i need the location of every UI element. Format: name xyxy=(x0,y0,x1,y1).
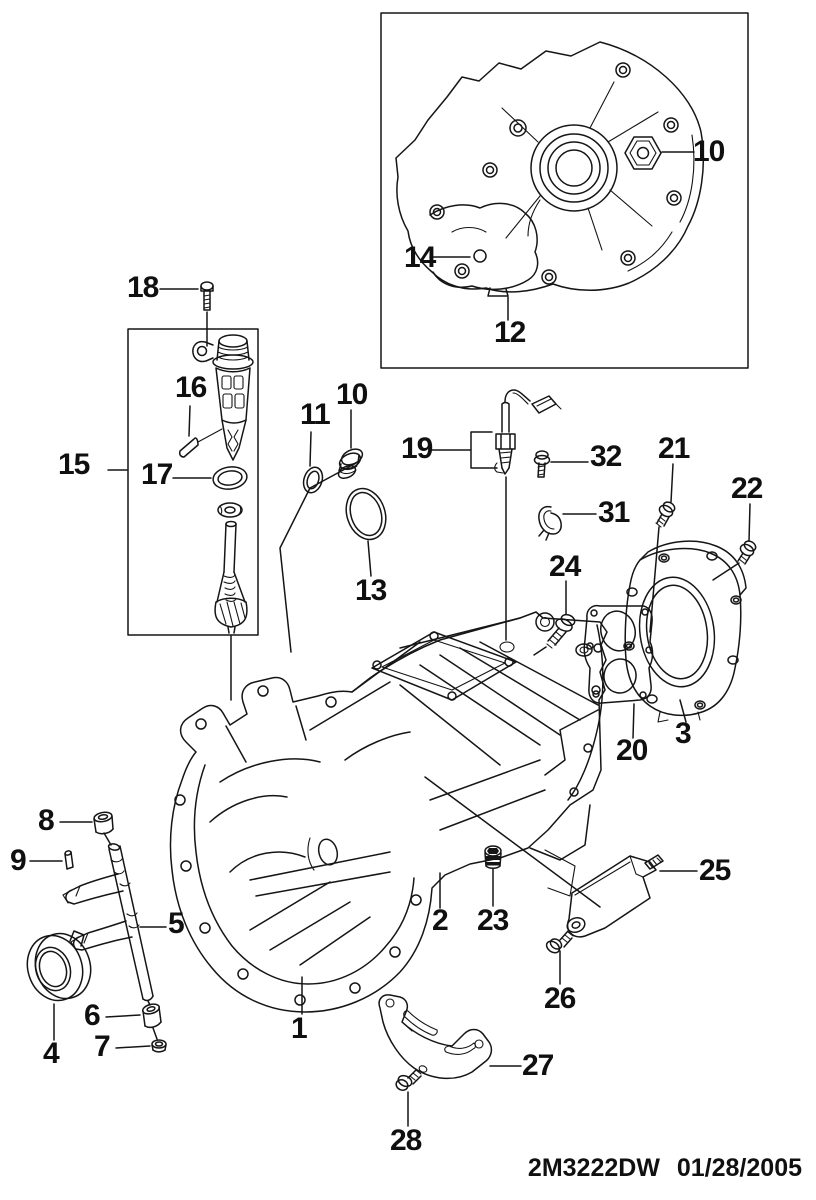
callout-2[interactable]: 2 xyxy=(432,904,449,937)
footer-reference: 2M3222DW 01/28/2005 xyxy=(518,1154,802,1183)
callout-3[interactable]: 3 xyxy=(675,717,692,750)
callout-4[interactable]: 4 xyxy=(43,1037,60,1070)
pin-9 xyxy=(64,850,74,870)
callout-31[interactable]: 31 xyxy=(598,496,630,529)
speedo-sensor-box xyxy=(127,328,259,636)
callout-14[interactable]: 14 xyxy=(404,241,436,274)
callout-1[interactable]: 1 xyxy=(291,1012,308,1045)
o-ring-13 xyxy=(345,487,387,541)
transmission-case xyxy=(169,611,608,1013)
callout-16[interactable]: 16 xyxy=(175,371,207,404)
bolt-32 xyxy=(533,450,551,478)
callout-23[interactable]: 23 xyxy=(477,904,509,937)
drawing-date: 01/28/2005 xyxy=(676,1154,802,1182)
callout-8[interactable]: 8 xyxy=(38,804,55,837)
callout-11[interactable]: 11 xyxy=(300,398,331,431)
callout-7[interactable]: 7 xyxy=(94,1030,111,1063)
callout-12[interactable]: 12 xyxy=(494,316,526,349)
seal-ring-11 xyxy=(302,466,324,494)
clip-31 xyxy=(538,505,562,541)
callout-27[interactable]: 27 xyxy=(522,1049,554,1082)
callout-17[interactable]: 17 xyxy=(141,458,173,491)
gasket-20 xyxy=(583,604,654,704)
speedo-washer xyxy=(217,502,243,518)
o-ring-17 xyxy=(212,466,248,490)
release-bearing-4 xyxy=(26,930,92,1002)
bolt-26 xyxy=(545,930,574,954)
bushing-8 xyxy=(93,811,114,835)
speedo-shaft-gear xyxy=(214,520,248,634)
speedo-sensor-16 xyxy=(179,334,254,461)
callout-26[interactable]: 26 xyxy=(544,982,576,1015)
callout-13[interactable]: 13 xyxy=(355,574,387,607)
end-cover-3 xyxy=(623,540,747,723)
leader-lines xyxy=(29,151,751,1127)
callout-6[interactable]: 6 xyxy=(84,999,101,1032)
plug-10 xyxy=(337,448,364,480)
bolt-22 xyxy=(737,540,757,565)
callout-20[interactable]: 20 xyxy=(616,734,648,767)
shield-25 xyxy=(566,854,664,938)
callout-24[interactable]: 24 xyxy=(549,550,581,583)
bolt-24 xyxy=(546,613,576,649)
fork-shaft-5 xyxy=(62,843,154,1002)
bushing-6 xyxy=(141,1003,162,1029)
bolt-21 xyxy=(655,501,676,528)
inset-box xyxy=(380,12,749,369)
callout-9[interactable]: 9 xyxy=(10,844,27,877)
callout-21[interactable]: 21 xyxy=(658,432,690,465)
callout-28[interactable]: 28 xyxy=(390,1124,422,1157)
drain-plug-23 xyxy=(484,845,502,869)
callout-32[interactable]: 32 xyxy=(590,440,622,473)
drawing-code: 2M3222DW xyxy=(527,1154,660,1182)
bolt-18 xyxy=(200,281,214,311)
callout-25[interactable]: 25 xyxy=(699,854,731,887)
reverse-switch-19 xyxy=(494,389,562,475)
callout-18[interactable]: 18 xyxy=(127,271,159,304)
callout-10[interactable]: 10 xyxy=(336,378,368,411)
nut-7 xyxy=(151,1039,167,1053)
callout-22[interactable]: 22 xyxy=(731,472,763,505)
callout-19[interactable]: 19 xyxy=(401,432,433,465)
inset-housing-drawing xyxy=(395,41,705,297)
bolt-28 xyxy=(395,1065,428,1091)
callout-15[interactable]: 15 xyxy=(58,448,90,481)
bracket-27 xyxy=(378,994,493,1080)
callout-5[interactable]: 5 xyxy=(168,907,185,940)
callout-10-inset[interactable]: 10 xyxy=(693,135,725,168)
